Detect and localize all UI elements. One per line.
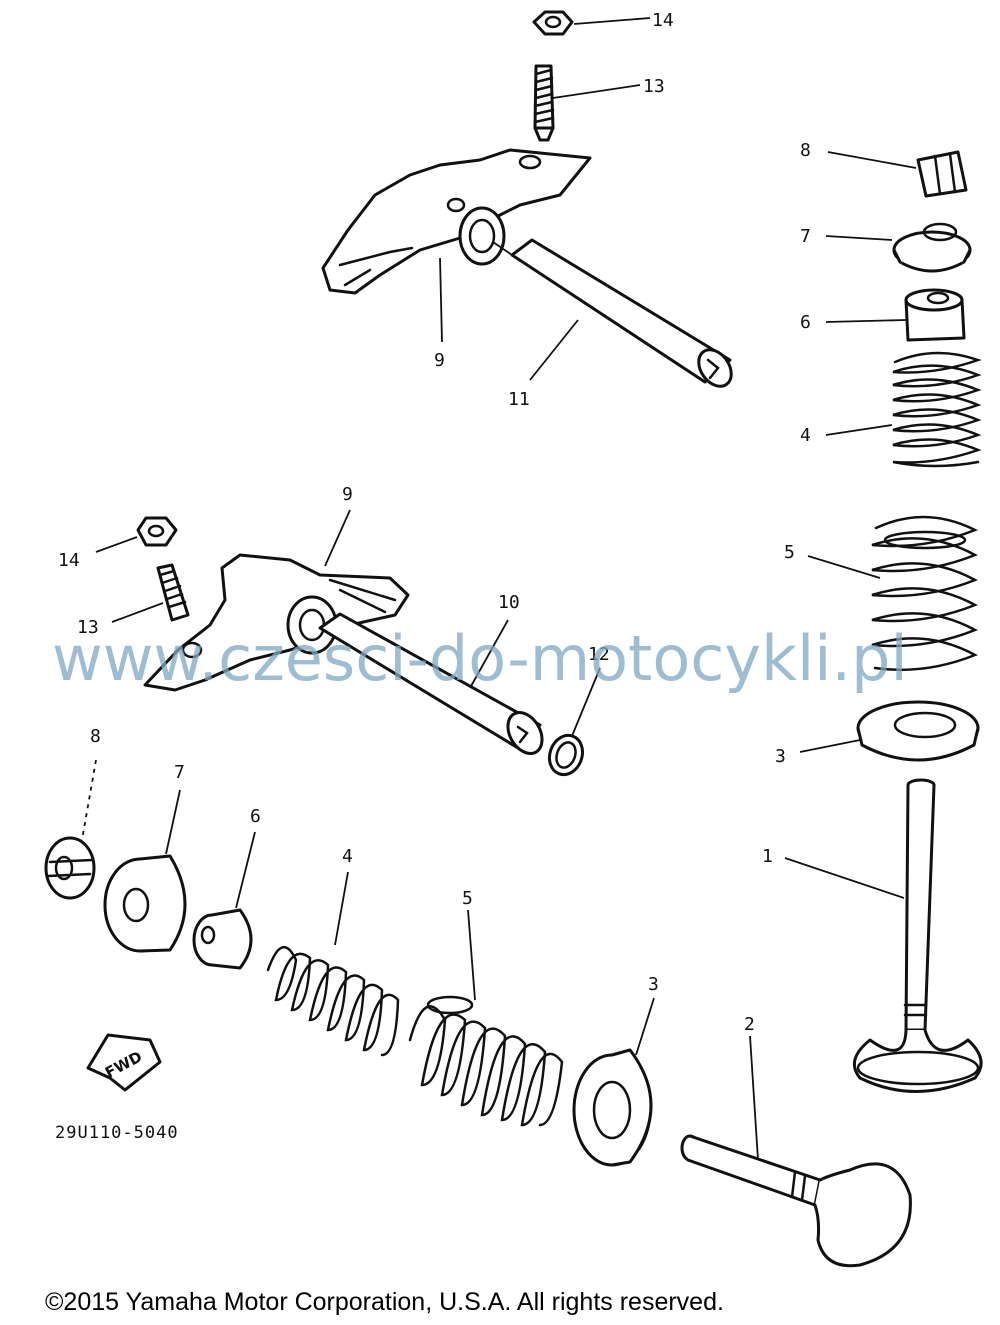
callout-9-mid: 9: [342, 484, 353, 505]
spring-seat-bottom: [572, 1048, 653, 1167]
spring-retainer-bottom: [103, 854, 187, 953]
valve-1: [852, 778, 983, 1093]
outer-spring-right: [871, 515, 979, 672]
callout-14-top: 14: [652, 10, 674, 31]
valve-cotter-right: [916, 150, 968, 198]
callout-3-right: 3: [775, 746, 786, 767]
callout-5-right: 5: [784, 542, 795, 563]
outer-spring-bottom: [408, 995, 564, 1127]
callout-12: 12: [588, 644, 610, 665]
lock-nut-left: [136, 516, 178, 547]
valve-2: [680, 1134, 912, 1268]
rocker-arm-mid: [143, 553, 410, 692]
fwd-arrow-icon: FWD: [86, 1033, 162, 1092]
callout-6-right: 6: [800, 312, 811, 333]
callout-5-bottom: 5: [462, 888, 473, 909]
inner-spring-bottom: [266, 946, 400, 1057]
callout-7-bottom: 7: [174, 762, 185, 783]
valve-cotter-bottom: [44, 836, 96, 900]
callout-13-left: 13: [77, 617, 99, 638]
rocker-shaft-11: [492, 238, 733, 388]
callout-2: 2: [744, 1014, 755, 1035]
callout-8-right: 8: [800, 140, 811, 161]
callout-4-right: 4: [800, 425, 811, 446]
adjusting-screw-left: [156, 563, 190, 622]
rocker-shaft-10: [318, 612, 544, 755]
adjusting-screw-top: [533, 64, 555, 142]
callout-14-left: 14: [58, 550, 80, 571]
diagram-code: 29U110-5040: [55, 1123, 179, 1143]
callout-6-bottom: 6: [250, 806, 261, 827]
watermark: www.czesci-do-motocykli.pl: [52, 622, 908, 695]
lock-nut-top: [532, 10, 574, 36]
callout-10: 10: [498, 592, 520, 613]
callout-11: 11: [508, 389, 530, 410]
rocker-arm-top: [321, 148, 592, 295]
stem-seal-right: [904, 288, 966, 342]
callout-1: 1: [762, 846, 773, 867]
inner-spring-right: [892, 351, 982, 468]
o-ring-12: [547, 733, 585, 777]
callout-9-top: 9: [434, 350, 445, 371]
callout-numbers: 14 13 9 11 8 7 6 4 5 3 1 9 14 13 10 12 8…: [58, 10, 811, 1035]
callout-4-bottom: 4: [342, 846, 353, 867]
spring-seat-right: [856, 700, 980, 762]
stem-seal-bottom: [192, 908, 253, 970]
callout-3-bottom: 3: [648, 974, 659, 995]
callout-13-top: 13: [643, 76, 665, 97]
callout-8-bottom: 8: [90, 726, 101, 747]
spring-retainer-right: [892, 222, 972, 273]
leader-lines: [81, 17, 917, 1161]
copyright-notice: ©2015 Yamaha Motor Corporation, U.S.A. A…: [45, 1288, 724, 1316]
callout-7-right: 7: [800, 226, 811, 247]
